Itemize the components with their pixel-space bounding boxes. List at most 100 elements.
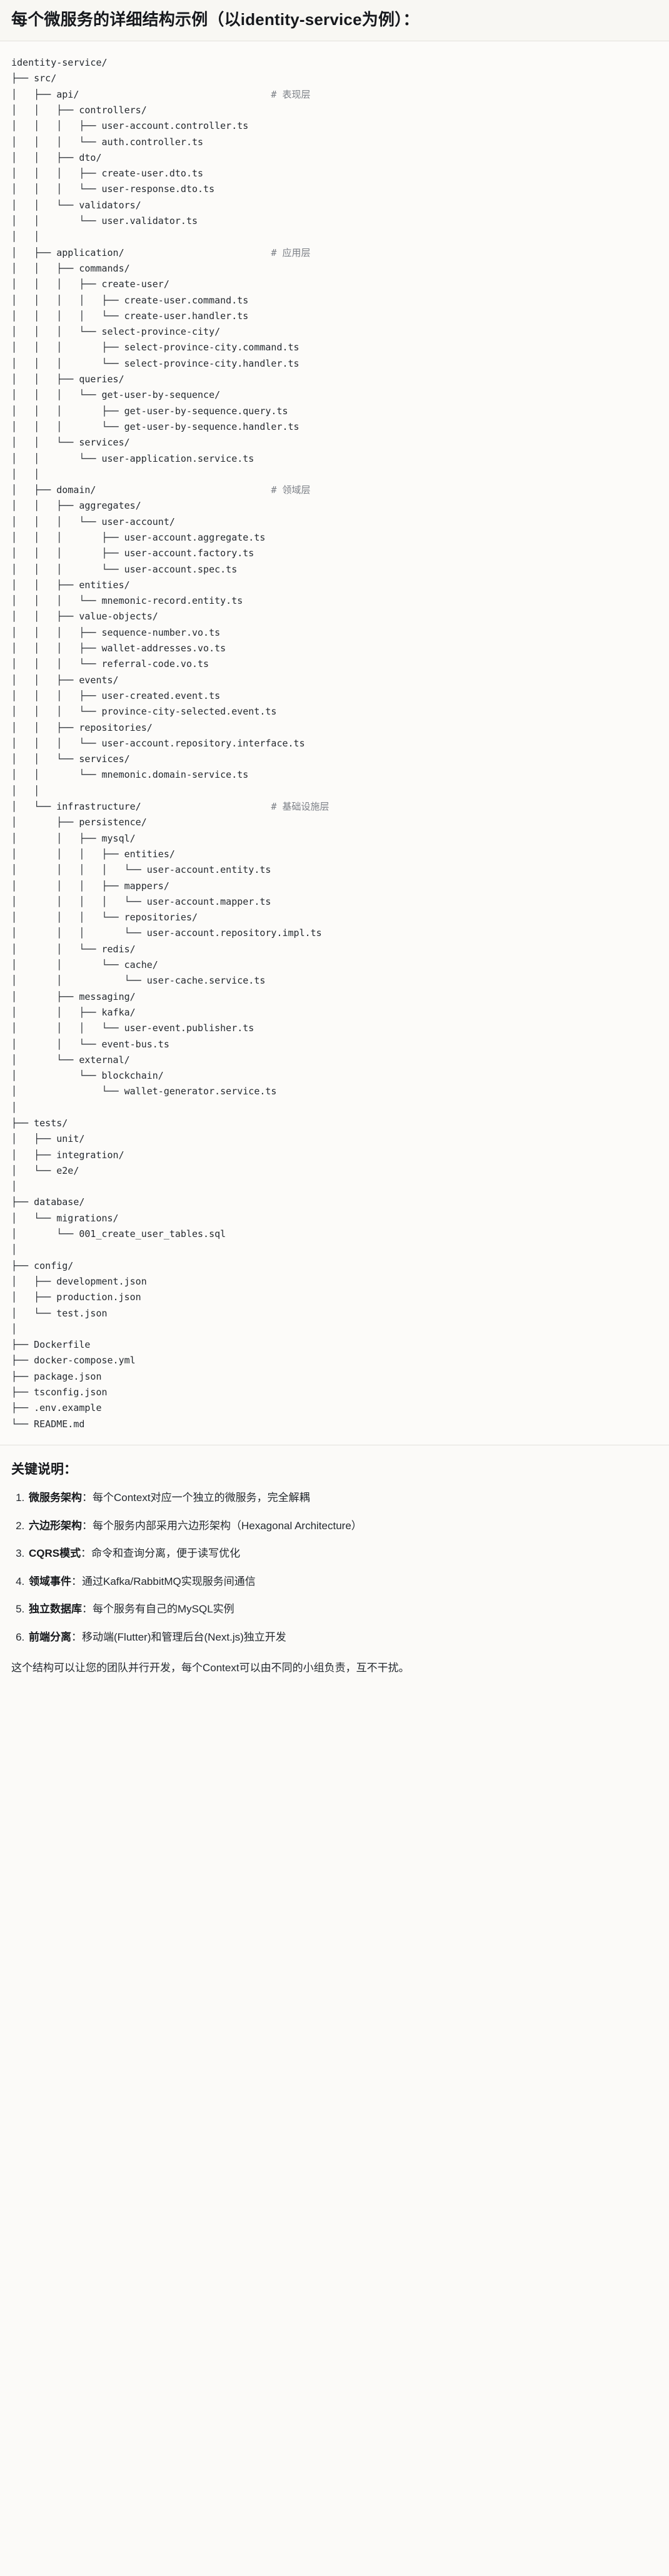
key-note-separator: ： (71, 1631, 82, 1643)
tree-line: │ │ │ ├── entities/ (11, 847, 658, 862)
tree-line-path: │ │ │ └── user-response.dto.ts (11, 183, 215, 195)
tree-line: │ │ ├── mysql/ (11, 831, 658, 847)
tree-line: │ ├── application/ # 应用层 (11, 245, 658, 261)
tree-line: │ │ └── services/ (11, 751, 658, 767)
tree-line: │ │ │ └── auth.controller.ts (11, 135, 658, 150)
key-note-separator: ： (82, 1603, 93, 1616)
tree-line-path: │ │ │ ├── entities/ (11, 848, 175, 860)
tree-line-path: │ │ (11, 785, 40, 797)
tree-line-path: │ └── e2e/ (11, 1164, 79, 1176)
tree-line: │ │ └── event-bus.ts (11, 1037, 658, 1052)
tree-line-gap (141, 801, 271, 812)
tree-line-gap (124, 247, 271, 258)
key-note-separator: ： (71, 1575, 82, 1587)
key-notes-list: 微服务架构：每个Context对应一个独立的微服务，完全解耦六边形架构：每个服务… (11, 1490, 658, 1645)
tree-line-path: │ │ │ └── province-city-selected.event.t… (11, 706, 277, 718)
tree-line-path: │ │ ├── dto/ (11, 151, 102, 163)
tree-line: ├── .env.example (11, 1400, 658, 1416)
tree-line-path: │ └── infrastructure/ (11, 801, 141, 813)
tree-line: │ │ │ ├── select-province-city.command.t… (11, 340, 658, 355)
tree-line-path: │ │ ├── events/ (11, 674, 119, 686)
tree-line: │ (11, 1242, 658, 1258)
tree-line-path: │ │ │ └── user-account.repository.interf… (11, 737, 305, 749)
tree-line-path: │ └── migrations/ (11, 1212, 119, 1224)
directory-tree-block: identity-service/├── src/│ ├── api/ # 表现… (0, 41, 669, 1445)
tree-line-path: ├── database/ (11, 1196, 85, 1208)
page-title: 每个微服务的详细结构示例（以identity-service为例）： (11, 10, 420, 29)
tree-line: │ │ │ └── user-event.publisher.ts (11, 1021, 658, 1036)
tree-line: │ │ │ ├── sequence-number.vo.ts (11, 625, 658, 641)
tree-line-path: │ │ │ ├── user-account.controller.ts (11, 120, 249, 132)
key-note-item: 微服务架构：每个Context对应一个独立的微服务，完全解耦 (28, 1490, 658, 1506)
tree-line: │ │ │ ├── get-user-by-sequence.query.ts (11, 404, 658, 419)
key-note-description: 每个服务内部采用六边形架构（Hexagonal Architecture） (93, 1519, 362, 1532)
tree-line-path: │ ├── integration/ (11, 1149, 124, 1161)
key-note-item: 独立数据库：每个服务有自己的MySQL实例 (28, 1601, 658, 1617)
tree-line: │ │ └── validators/ (11, 198, 658, 213)
tree-line-path: │ └── blockchain/ (11, 1070, 164, 1082)
tree-line-path: │ │ │ └── referral-code.vo.ts (11, 658, 209, 670)
tree-line: │ (11, 1179, 658, 1194)
tree-line-path: ├── Dockerfile (11, 1339, 91, 1351)
tree-line-path: │ │ │ └── get-user-by-sequence.handler.t… (11, 420, 299, 432)
tree-line: ├── config/ (11, 1258, 658, 1274)
tree-line: │ │ (11, 783, 658, 799)
tree-line: │ └── blockchain/ (11, 1068, 658, 1084)
tree-line: │ │ (11, 229, 658, 245)
tree-line: │ │ │ └── mnemonic-record.entity.ts (11, 593, 658, 609)
tree-line: ├── Dockerfile (11, 1337, 658, 1353)
tree-line: │ ├── api/ # 表现层 (11, 87, 658, 103)
key-note-term: 领域事件 (29, 1575, 71, 1587)
tree-line-path: ├── tsconfig.json (11, 1387, 108, 1398)
tree-line-path: │ ├── persistence/ (11, 817, 147, 828)
tree-line-path: ├── docker-compose.yml (11, 1355, 136, 1367)
tree-line: │ ├── production.json (11, 1290, 658, 1305)
tree-line-path: │ │ │ ├── mappers/ (11, 880, 169, 892)
key-note-term: 前端分离 (29, 1631, 71, 1643)
tree-line: │ │ ├── value-objects/ (11, 609, 658, 624)
tree-line-path: │ │ (11, 231, 40, 243)
tree-line: │ │ │ │ └── user-account.mapper.ts (11, 894, 658, 910)
tree-line: ├── package.json (11, 1369, 658, 1385)
tree-line: │ │ ├── entities/ (11, 578, 658, 593)
tree-line: │ └── wallet-generator.service.ts (11, 1084, 658, 1099)
tree-line-path: │ │ ├── entities/ (11, 579, 130, 591)
tree-line-comment: # 基础设施层 (271, 801, 329, 813)
key-note-separator: ： (82, 1492, 93, 1504)
tree-line: │ │ ├── events/ (11, 673, 658, 688)
tree-line-path: ├── .env.example (11, 1402, 102, 1414)
tree-line: │ │ │ ├── create-user/ (11, 277, 658, 292)
tree-line-path: │ │ └── user-application.service.ts (11, 452, 254, 464)
tree-line-path: │ │ │ │ └── user-account.entity.ts (11, 864, 271, 876)
tree-line-path: │ │ │ ├── user-account.factory.ts (11, 547, 254, 559)
tree-line-path: │ ├── messaging/ (11, 990, 136, 1002)
tree-line: ├── database/ (11, 1194, 658, 1210)
tree-line-path: │ ├── unit/ (11, 1133, 85, 1145)
tree-line-path: ├── tests/ (11, 1117, 68, 1129)
tree-line-path: │ │ │ └── user-account.repository.impl.t… (11, 927, 322, 939)
tree-line-path: │ │ │ ├── select-province-city.command.t… (11, 342, 299, 354)
tree-line: ├── tests/ (11, 1116, 658, 1131)
tree-line: │ │ └── user-cache.service.ts (11, 973, 658, 989)
tree-line-path: │ │ └── user.validator.ts (11, 215, 198, 227)
tree-line-path: │ │ │ │ └── user-account.mapper.ts (11, 895, 271, 907)
key-note-term: 六边形架构 (29, 1519, 82, 1532)
tree-line-comment: # 领域层 (271, 484, 311, 496)
tree-line: │ │ │ └── user-account/ (11, 514, 658, 530)
tree-line: │ │ ├── commands/ (11, 261, 658, 277)
tree-line: │ │ │ └── select-province-city.handler.t… (11, 356, 658, 372)
tree-line: │ │ │ └── user-account.spec.ts (11, 562, 658, 578)
tree-line-path: │ (11, 1101, 18, 1113)
key-note-description: 命令和查询分离，便于读写优化 (91, 1547, 241, 1560)
tree-line-path: │ └── 001_create_user_tables.sql (11, 1228, 226, 1240)
key-note-description: 每个服务有自己的MySQL实例 (93, 1603, 234, 1616)
key-note-item: 六边形架构：每个服务内部采用六边形架构（Hexagonal Architectu… (28, 1518, 658, 1534)
key-note-separator: ： (81, 1547, 92, 1560)
tree-line-path: │ ├── api/ (11, 88, 79, 100)
tree-line-path: │ │ │ └── auth.controller.ts (11, 136, 204, 148)
tree-line: │ │ ├── queries/ (11, 372, 658, 387)
tree-line: │ └── e2e/ (11, 1163, 658, 1179)
tree-line-path: │ ├── domain/ (11, 484, 96, 496)
tree-line: │ └── infrastructure/ # 基础设施层 (11, 799, 658, 815)
tree-line: │ │ ├── dto/ (11, 150, 658, 166)
